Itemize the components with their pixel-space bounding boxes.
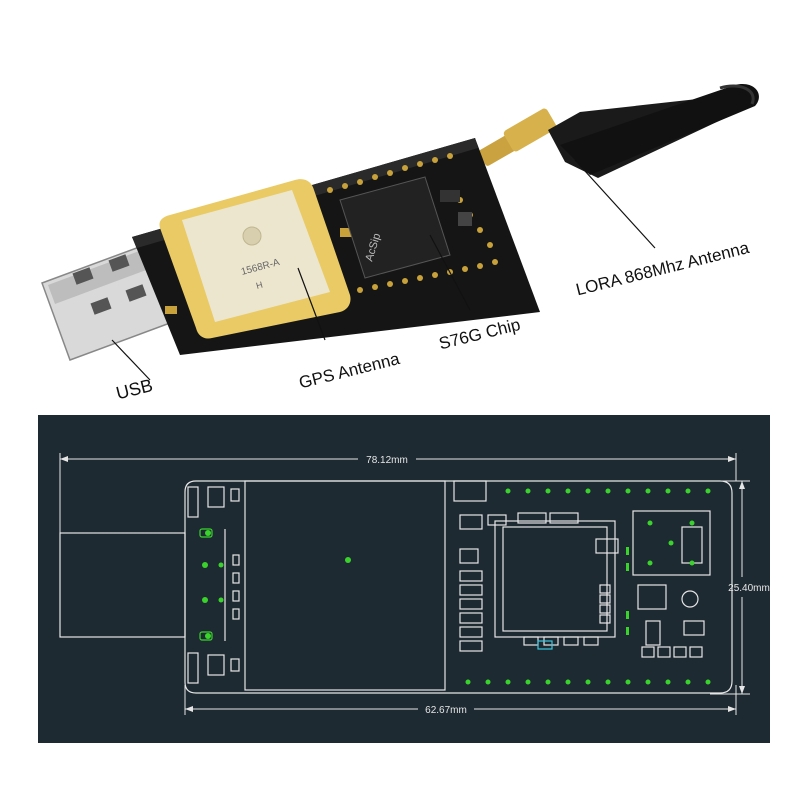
mechanical-drawing: 78.12mm 62.67mm 25.40mm (38, 415, 770, 743)
leader-lines (111, 159, 656, 381)
usb-connector (41, 242, 179, 361)
width-dimension: 25.40mm (728, 583, 770, 594)
gps-patch-antenna: 1568R-A H (159, 179, 351, 339)
gps-patch-sub: H (255, 280, 264, 291)
overall-length-dimension: 78.12mm (366, 455, 408, 466)
s76g-chip: AcSip (339, 176, 451, 279)
lora-antenna (478, 84, 759, 178)
board-length-dimension: 62.67mm (425, 705, 467, 716)
board-photo: AcSip 1568R-A H (41, 84, 759, 381)
